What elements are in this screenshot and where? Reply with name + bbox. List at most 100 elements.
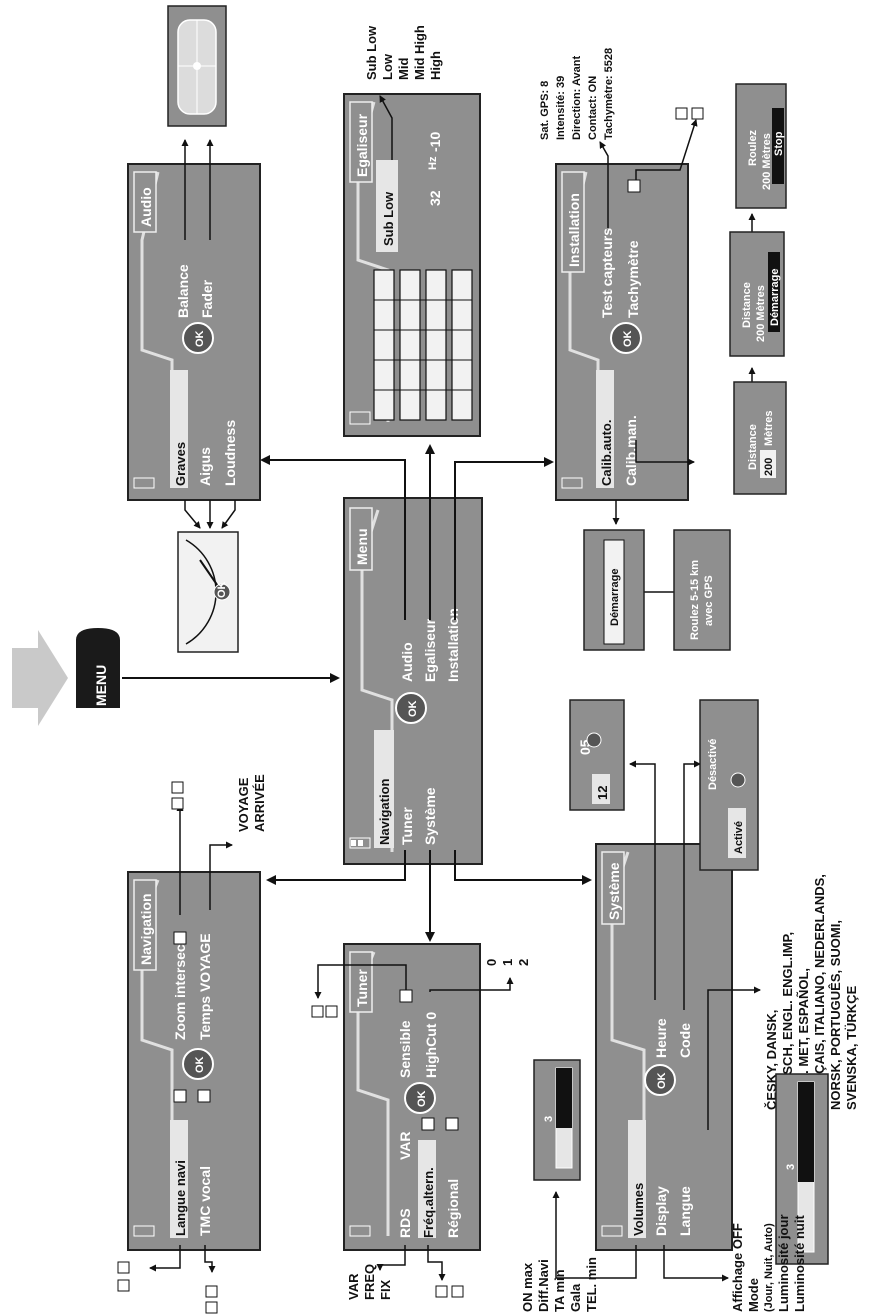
langue-checkbox[interactable]: [173, 1089, 187, 1103]
roulez-gps-line-1: Roulez 5-15 km: [689, 560, 701, 640]
tuner-item-regional[interactable]: Régional: [445, 1179, 461, 1238]
band-sub-low: Sub Low: [364, 25, 379, 80]
systeme-item-code[interactable]: Code: [677, 1023, 693, 1058]
demarrage-popup: Démarrage: [583, 529, 645, 651]
regional-checkbox[interactable]: [445, 1117, 459, 1131]
tuner-item-var: VAR: [397, 1131, 413, 1160]
lang-line-6: SVENSKA, TÜRKÇE: [844, 985, 859, 1110]
tachy-options: [675, 107, 704, 120]
systeme-item-volumes[interactable]: Volumes: [631, 1183, 646, 1236]
arrivee-option: ARRIVÉE: [252, 774, 267, 832]
tuner-title: Tuner: [354, 969, 370, 1007]
egaliseur-band-highlight: [376, 160, 398, 252]
tuner-item-rds[interactable]: RDS: [397, 1208, 413, 1238]
tuner-connectors: [314, 964, 514, 1281]
disp-opt-5: Luminosité nuit: [792, 1215, 807, 1312]
main-menu-highlight: [374, 730, 394, 848]
tuner-item-highcut[interactable]: HighCut 0: [423, 1012, 439, 1078]
disp-opt-3: (Jour, Nuit, Auto): [763, 1223, 775, 1312]
tuner-highlight: [418, 1140, 436, 1238]
lang-line-4: FRANÇAIS, ITALIANO, NEDERLANDS,: [812, 874, 827, 1110]
audio-item-graves[interactable]: Graves: [173, 442, 188, 486]
voyage-option: VOYAGE: [236, 777, 251, 832]
navigation-options: VOYAGE ARRIVÉE: [117, 774, 267, 1314]
audio-dial-popup: OK: [177, 531, 239, 653]
systeme-item-langue[interactable]: Langue: [677, 1186, 693, 1236]
car-popup: [167, 5, 227, 127]
menu-key-label: MENU: [93, 665, 109, 706]
tuner-item-sensible[interactable]: Sensible: [397, 1020, 413, 1078]
highcut-opt-1: 1: [500, 959, 515, 966]
main-menu-item-tuner[interactable]: Tuner: [399, 807, 415, 845]
systeme-item-display[interactable]: Display: [653, 1186, 669, 1236]
audio-item-aigus[interactable]: Aigus: [197, 447, 213, 486]
audio-ok-label: OK: [194, 330, 206, 347]
audio-item-balance[interactable]: Balance: [175, 264, 191, 318]
navigation-item-zoom[interactable]: Zoom intersect.: [172, 936, 188, 1040]
systeme-item-heure[interactable]: Heure: [653, 1018, 669, 1058]
installation-item-calib-auto[interactable]: Calib.auto.: [599, 420, 614, 486]
main-menu-title-tab: [349, 507, 373, 571]
distance-unit: Mètres: [763, 411, 775, 446]
navigation-connectors: [149, 804, 233, 1273]
tuner-options: 0 1 2 VAR FREQ FIX: [311, 959, 531, 1300]
tuner-ok-button[interactable]: [404, 1082, 436, 1114]
main-menu-item-navigation[interactable]: Navigation: [377, 778, 392, 845]
main-menu-ok-button[interactable]: [395, 692, 427, 724]
distance-label: Distance: [747, 424, 759, 470]
tuner-ok-label: OK: [416, 1090, 428, 1107]
audio-highlight: [170, 370, 188, 488]
navigation-item-tmc[interactable]: TMC vocal: [197, 1166, 213, 1236]
main-menu-connectors: [260, 444, 592, 942]
vol-opt-4: Gala: [568, 1283, 583, 1312]
band-high: High: [428, 51, 443, 80]
freq-checkbox[interactable]: [421, 1117, 435, 1131]
main-menu-item-audio[interactable]: Audio: [399, 642, 415, 682]
tachy-checkbox[interactable]: [627, 179, 641, 193]
code-active[interactable]: Activé: [733, 821, 745, 854]
vol-opt-2: Diff.Navi: [536, 1259, 551, 1312]
rds-opt-var: VAR: [346, 1273, 361, 1300]
egaliseur-screen: Egaliseur Sub Low 32 Hz -10: [343, 93, 481, 437]
navigation-highlight: [170, 1120, 188, 1238]
navigation-ok-button[interactable]: [182, 1048, 214, 1080]
zoom-checkbox[interactable]: [173, 931, 187, 945]
navigation-item-langue[interactable]: Langue navi: [173, 1160, 188, 1236]
tmc-checkbox[interactable]: [197, 1089, 211, 1103]
egaliseur-connector: [379, 95, 393, 160]
main-menu-item-systeme[interactable]: Système: [422, 787, 438, 845]
main-menu-item-egaliseur[interactable]: Egaliseur: [422, 618, 438, 682]
distance-start-line-1: Distance: [741, 282, 753, 328]
code-inactive[interactable]: Désactivé: [707, 739, 719, 790]
main-menu-item-installation[interactable]: Installation: [445, 608, 461, 682]
audio-ok-button[interactable]: [182, 322, 214, 354]
display-bar-value: 3: [785, 1164, 797, 1170]
band-low: Low: [380, 53, 395, 80]
installation-ok-button[interactable]: [610, 322, 642, 354]
display-options: Affichage OFF Mode (Jour, Nuit, Auto) Lu…: [730, 1215, 807, 1313]
sensible-checkbox[interactable]: [399, 989, 413, 1003]
disp-opt-1: Affichage OFF: [730, 1223, 745, 1312]
installation-item-calib-man[interactable]: Calib.man.: [623, 415, 639, 486]
egaliseur-freq: 32: [427, 190, 443, 206]
vol-opt-1: ON max: [520, 1262, 535, 1312]
systeme-ok-button[interactable]: [644, 1064, 676, 1096]
volume-bar-popup: 3: [533, 1059, 581, 1181]
vol-opt-5: TEL. min: [584, 1257, 599, 1312]
menu-key-group: MENU: [12, 628, 340, 726]
installation-highlight: [596, 370, 614, 488]
installation-title: Installation: [566, 193, 582, 267]
systeme-screen: Système Volumes Display Langue OK Heure …: [595, 843, 733, 1251]
audio-item-loudness[interactable]: Loudness: [222, 420, 238, 486]
menu-key-button[interactable]: [76, 628, 120, 708]
main-menu-screen: Menu Navigation Tuner Système OK Audio E…: [343, 497, 483, 865]
audio-item-fader[interactable]: Fader: [199, 279, 215, 318]
audio-screen: Audio Graves Aigus Loudness OK Balance F…: [127, 163, 261, 501]
disp-opt-4: Luminosité jour: [776, 1215, 791, 1313]
installation-item-test[interactable]: Test capteurs: [599, 228, 615, 318]
navigation-item-temps[interactable]: Temps VOYAGE: [197, 933, 213, 1040]
tuner-item-freq[interactable]: Fréq.altern.: [421, 1167, 436, 1238]
rds-opt-fix: FIX: [378, 1279, 393, 1300]
distance-stop-line-3: Stop: [773, 131, 785, 156]
installation-item-tachy[interactable]: Tachymètre: [625, 240, 641, 318]
